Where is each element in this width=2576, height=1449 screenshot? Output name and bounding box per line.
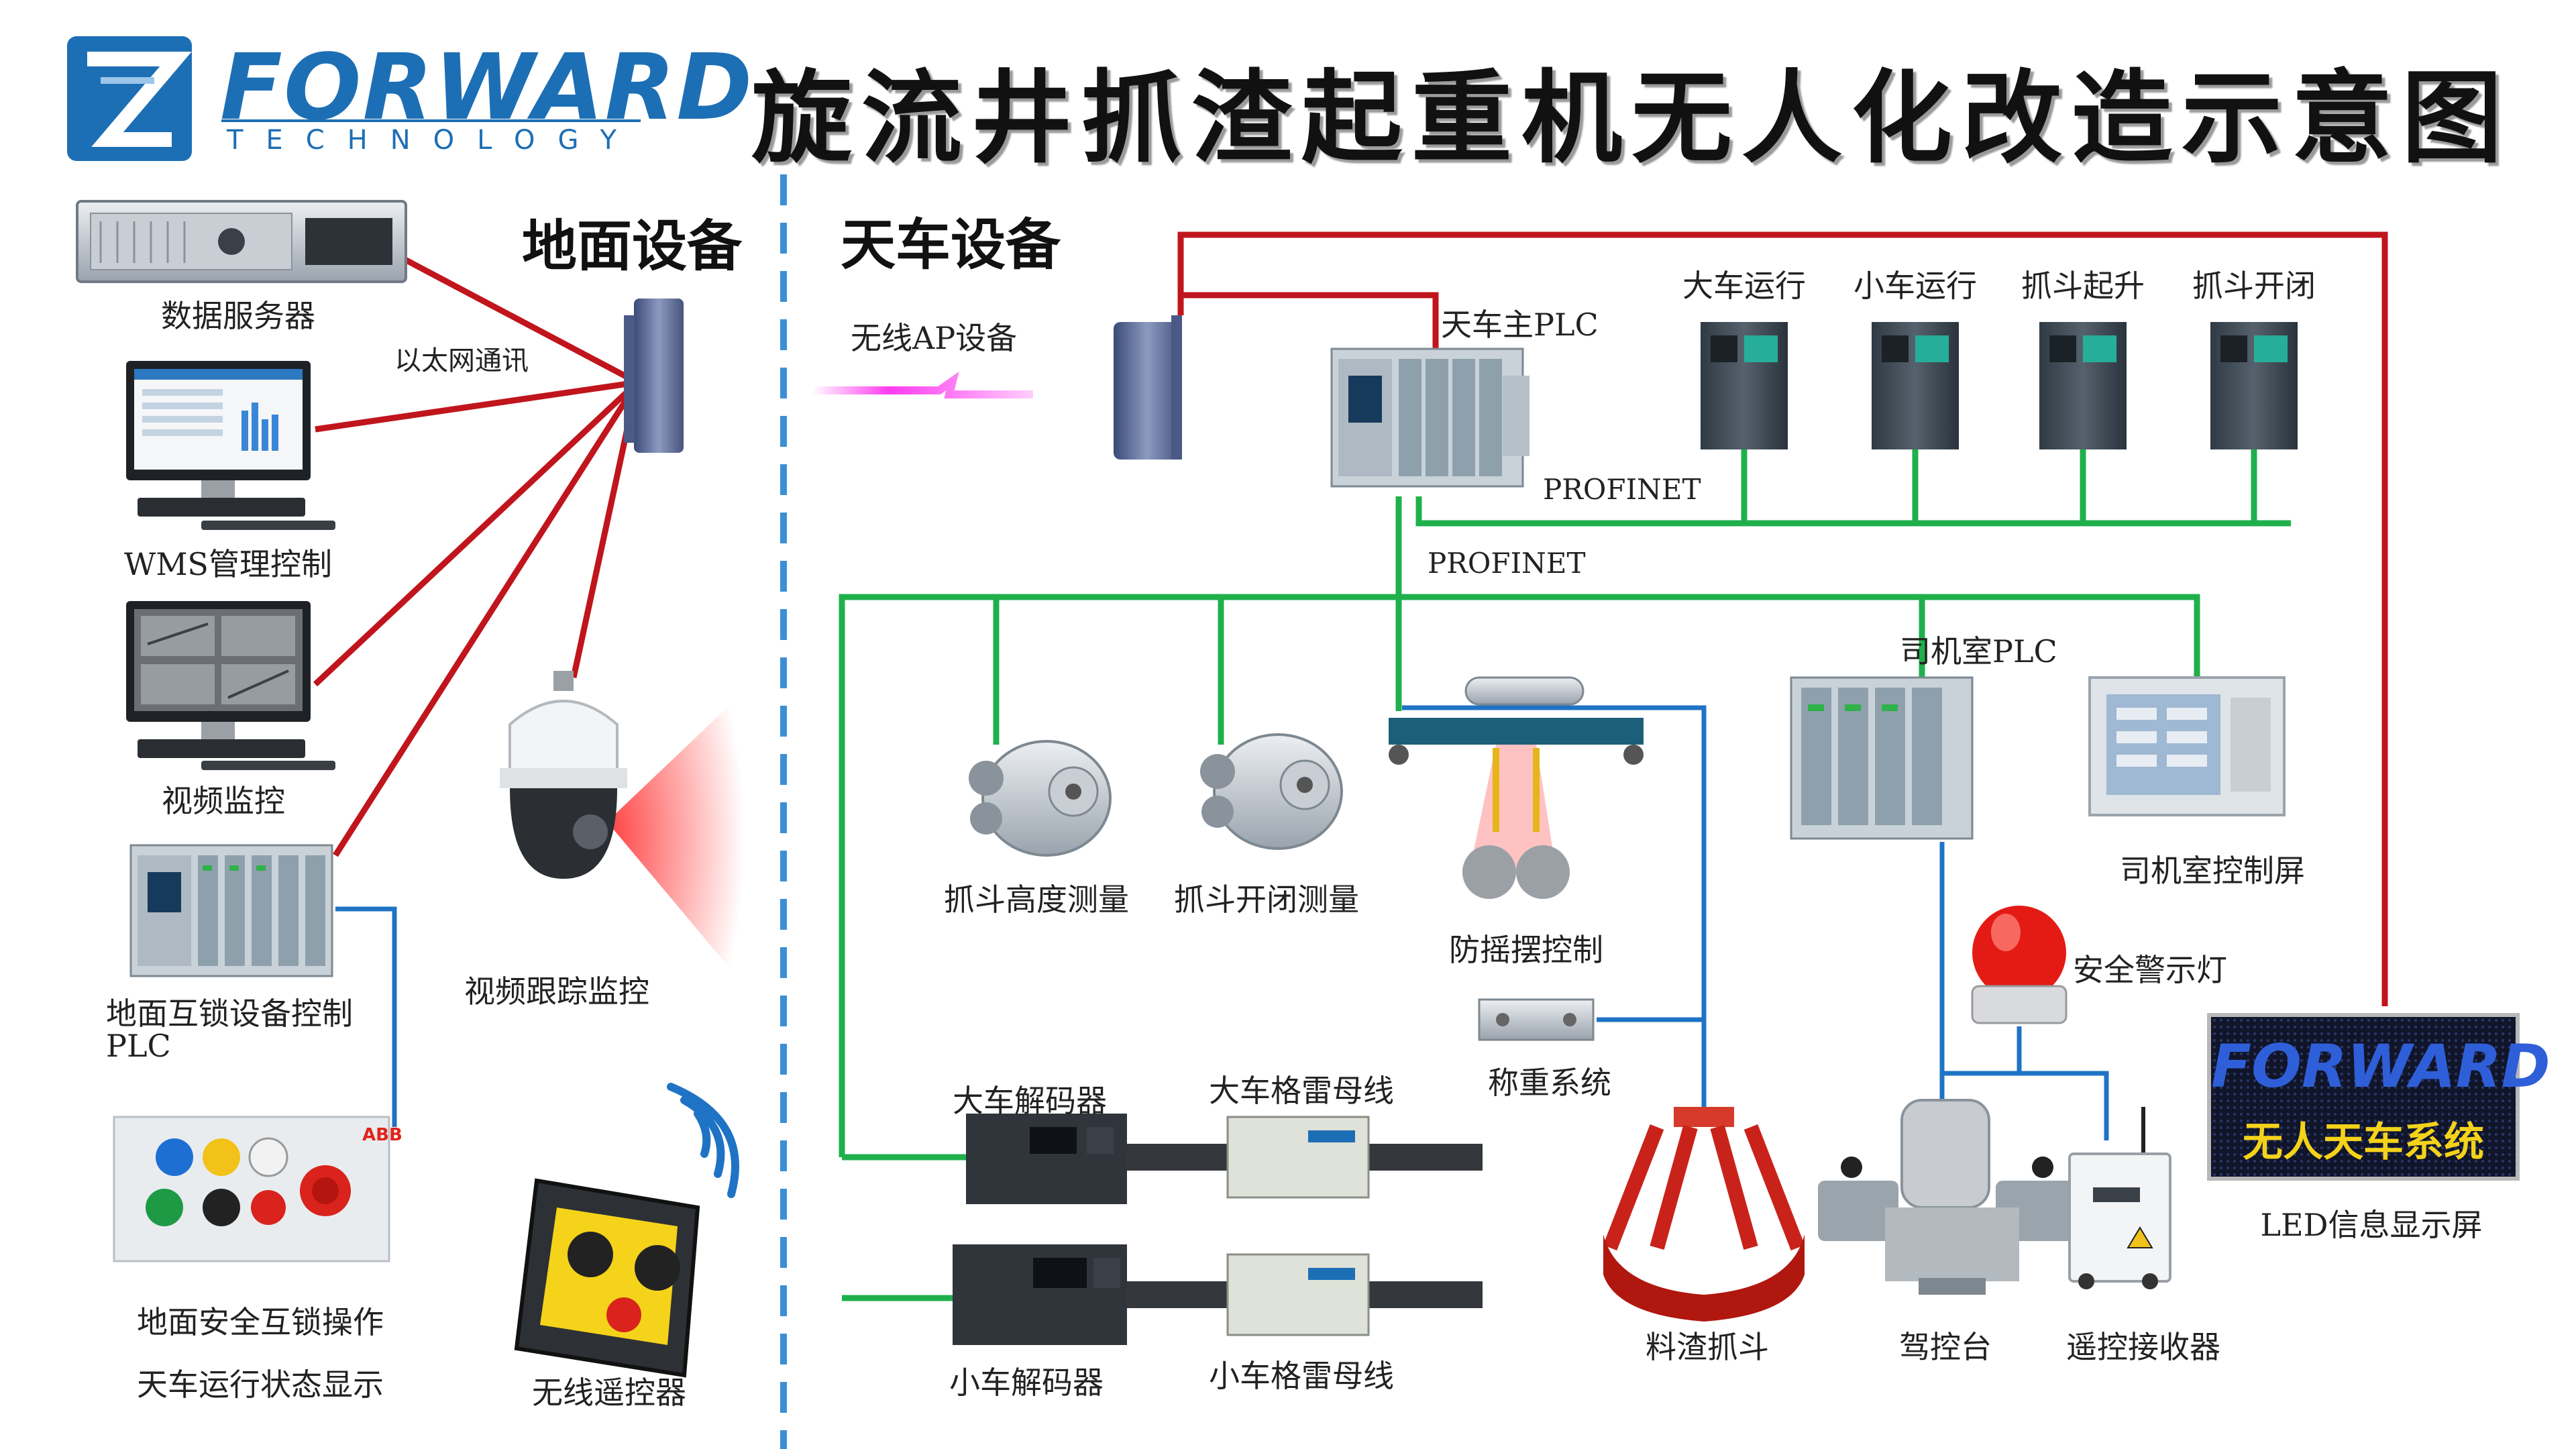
label-main-plc: 天车主PLC xyxy=(1441,307,1599,343)
label-remote: 无线遥控器 xyxy=(532,1375,686,1411)
label-big-decoder: 大车解码器 xyxy=(953,1083,1107,1119)
ground-antenna-device xyxy=(624,299,684,453)
logo-subtitle: TECHNOLOGY xyxy=(227,125,639,156)
led-line-brand: FORWARD xyxy=(2211,1032,2551,1101)
profinet-lines xyxy=(839,449,2291,1301)
cab-plc-device xyxy=(1790,676,1974,840)
safety-panel-device: ABB xyxy=(113,1116,402,1263)
ground-plc-device xyxy=(129,844,333,977)
small-gray-bus-device xyxy=(1127,1253,1483,1336)
led-line-system: 无人天车系统 xyxy=(2243,1119,2484,1166)
label-cab-plc: 司机室PLC xyxy=(1900,633,2057,669)
drive-unit xyxy=(1701,322,1788,449)
label-anti-sway: 防摇摆控制 xyxy=(1449,932,1603,968)
label-wms: WMS管理控制 xyxy=(124,546,332,582)
label-drive-3: 抓斗起升 xyxy=(2021,268,2145,304)
led-display-board: FORWARD 无人天车系统 xyxy=(2207,1013,2551,1181)
label-drive-2: 小车运行 xyxy=(1854,268,1977,304)
label-ground-plc-1: 地面互锁设备控制 xyxy=(106,996,353,1032)
label-drive-4: 抓斗开闭 xyxy=(2192,268,2316,304)
label-cab-screen: 司机室控制屏 xyxy=(2120,853,2305,889)
label-led-screen: LED信息显示屏 xyxy=(2260,1207,2483,1243)
remote-receiver-device xyxy=(2068,1107,2171,1289)
data-server-device xyxy=(76,200,407,283)
forward-logo-mark xyxy=(67,36,192,161)
label-small-gray-bus: 小车格雷母线 xyxy=(1209,1358,1394,1394)
label-ground-plc-2: PLC xyxy=(106,1028,171,1064)
label-video-tracking: 视频跟踪监控 xyxy=(464,973,649,1010)
section-ground-title: 地面设备 xyxy=(522,215,743,278)
open-encoder-device xyxy=(1200,733,1343,850)
big-decoder-device xyxy=(966,1114,1127,1204)
driver-console-device xyxy=(1818,1099,2076,1295)
label-data-server: 数据服务器 xyxy=(161,298,315,334)
drive-unit xyxy=(2210,322,2298,449)
height-encoder-device xyxy=(969,740,1112,857)
label-big-gray-bus: 大车格雷母线 xyxy=(1209,1073,1394,1109)
label-encoder-height: 抓斗高度测量 xyxy=(944,881,1129,918)
drive-unit xyxy=(2039,322,2127,449)
small-decoder-device xyxy=(953,1244,1127,1345)
main-plc-device xyxy=(1330,347,1529,488)
label-small-decoder: 小车解码器 xyxy=(949,1364,1104,1401)
label-profinet-top: PROFINET xyxy=(1543,473,1701,506)
warning-light-device xyxy=(1971,906,2068,1024)
anti-sway-device xyxy=(1389,676,1644,899)
label-ethernet: 以太网通讯 xyxy=(394,345,529,376)
big-gray-bus-device xyxy=(1127,1116,1483,1199)
wireless-ap-signal xyxy=(812,371,1033,398)
ptz-camera-device xyxy=(500,671,745,986)
label-video-monitor: 视频监控 xyxy=(162,783,285,819)
label-encoder-open: 抓斗开闭测量 xyxy=(1174,881,1359,918)
crane-antenna-device xyxy=(1114,315,1182,460)
section-crane-title: 天车设备 xyxy=(841,213,1061,277)
label-wireless-ap: 无线AP设备 xyxy=(851,320,1018,356)
label-safety-1: 地面安全互锁操作 xyxy=(137,1304,384,1340)
wms-computer-device xyxy=(126,361,335,530)
drive-unit xyxy=(1872,322,1959,449)
drive-units xyxy=(1701,322,2298,449)
wireless-remote-device xyxy=(514,1083,739,1378)
label-drive-1: 大车运行 xyxy=(1682,268,1806,304)
weighing-device xyxy=(1478,998,1595,1041)
video-monitor-device xyxy=(126,601,335,770)
label-warning-light: 安全警示灯 xyxy=(2073,952,2227,988)
label-weighing: 称重系统 xyxy=(1488,1065,1611,1101)
label-profinet-main: PROFINET xyxy=(1428,547,1586,580)
label-remote-receiver: 遥控接收器 xyxy=(2066,1329,2220,1365)
label-console: 驾控台 xyxy=(1899,1329,1992,1365)
signal-lines xyxy=(335,705,2109,1167)
label-slag-grab: 料渣抓斗 xyxy=(1646,1329,1769,1365)
slag-grab-device xyxy=(1603,1107,1805,1322)
logo-wordmark: FORWARD xyxy=(220,35,754,141)
ethernet-lines xyxy=(313,231,2388,1006)
svg-text:ABB: ABB xyxy=(362,1125,402,1145)
label-safety-2: 天车运行状态显示 xyxy=(137,1366,384,1403)
page-title: 旋流井抓渣起重机无人化改造示意图 xyxy=(751,59,2512,177)
cab-screen-device xyxy=(2088,676,2286,816)
